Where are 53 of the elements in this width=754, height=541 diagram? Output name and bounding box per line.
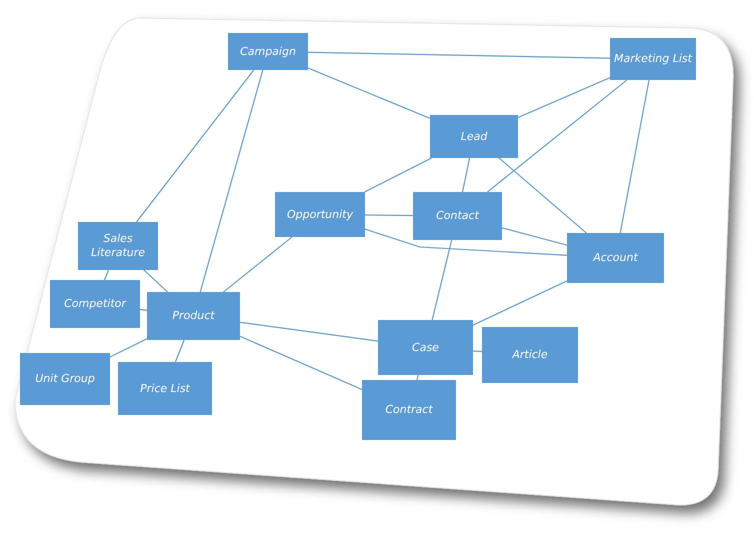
- entity-box: [147, 292, 240, 340]
- entity-box: [413, 192, 502, 240]
- connector-line: [498, 158, 587, 234]
- entity-name: Competitor: [64, 297, 126, 311]
- entity-box: [430, 115, 518, 158]
- connector-line: [308, 68, 430, 119]
- entity-name: Unit Group: [35, 372, 95, 386]
- entity-box: [78, 222, 158, 270]
- entity-box: [275, 192, 365, 237]
- connector-line: [136, 70, 254, 222]
- connector-line: [240, 336, 362, 390]
- connector-line: [104, 270, 109, 280]
- connector-line: [487, 80, 628, 192]
- entity-box: [362, 380, 456, 440]
- entity-name: Article: [512, 348, 548, 362]
- connector-line: [416, 374, 419, 380]
- connector-line: [364, 228, 568, 256]
- connector-line: [240, 322, 378, 342]
- entity-box: [228, 33, 308, 70]
- connector-line: [200, 70, 264, 292]
- entity-name: Contract: [385, 403, 433, 417]
- entity-box: [482, 327, 578, 383]
- entity-box: [378, 320, 473, 375]
- connector-line: [144, 270, 168, 292]
- entity-box: [610, 38, 696, 80]
- entity-name: Lead: [460, 130, 488, 144]
- entity-name: Contact: [436, 209, 479, 223]
- entity-box: [118, 362, 212, 415]
- connector-line: [110, 338, 148, 358]
- entity-box: [50, 280, 140, 328]
- connector-line: [308, 52, 610, 59]
- connector-line: [432, 240, 452, 320]
- connector-line: [620, 80, 650, 234]
- connector-line: [472, 350, 482, 352]
- connector-line: [462, 158, 470, 192]
- entity-name: Sales Literature: [90, 232, 146, 260]
- entity-name: Product: [172, 309, 215, 323]
- entity-name: Campaign: [240, 44, 296, 58]
- connector-line: [518, 77, 610, 118]
- connector-line: [223, 236, 292, 292]
- entity-name: Case: [412, 340, 439, 354]
- entity-box: [20, 353, 110, 405]
- connector-line: [174, 340, 185, 362]
- connector-line: [140, 308, 148, 311]
- entity-name: Marketing List: [614, 52, 692, 66]
- connector-line: [472, 280, 568, 326]
- entity-name: Price List: [140, 382, 190, 396]
- connector-line: [502, 227, 568, 246]
- connector-line: [364, 158, 432, 192]
- entity-name: Account: [593, 251, 638, 265]
- connector-line: [365, 214, 413, 216]
- entity-box: [567, 233, 664, 283]
- entity-name: Opportunity: [286, 208, 353, 222]
